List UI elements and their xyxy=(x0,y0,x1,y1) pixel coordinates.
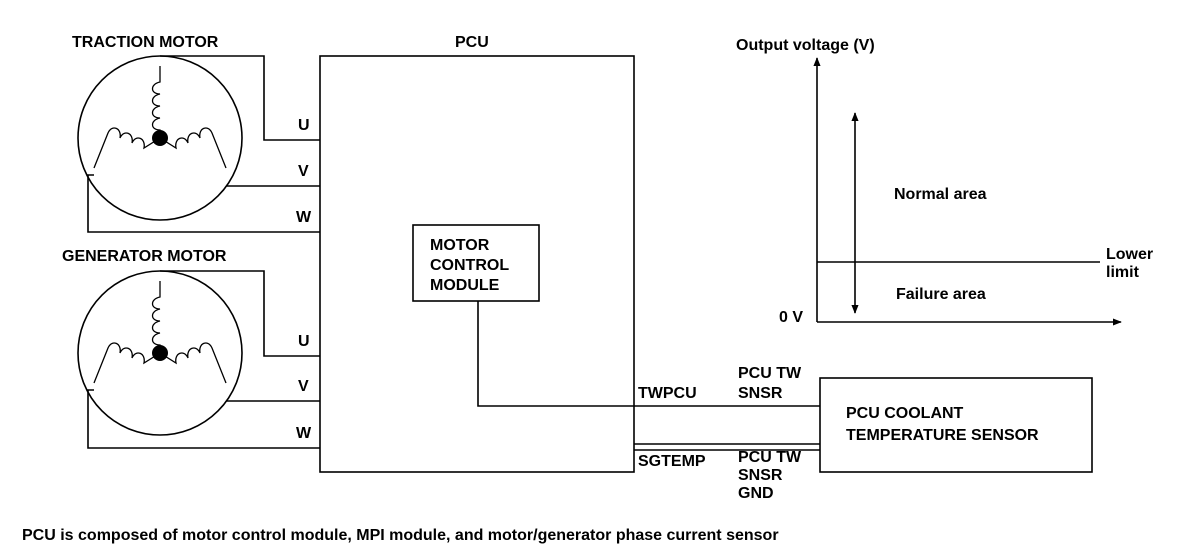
pcu-box xyxy=(319,55,635,473)
traction-motor: TRACTION MOTOR U V W xyxy=(72,34,320,233)
pcu-title: PCU xyxy=(455,34,489,51)
pin-signal-line-2: SNSR xyxy=(738,385,783,402)
traction-phase-u: U xyxy=(298,117,310,134)
lower-limit-label-1: Lower xyxy=(1106,246,1153,263)
traction-motor-symbol xyxy=(77,55,243,221)
generator-w-wire xyxy=(87,389,320,449)
sensor-line-2: TEMPERATURE SENSOR xyxy=(846,427,1039,444)
module-line-2: CONTROL xyxy=(430,257,509,274)
failure-area-label: Failure area xyxy=(896,286,986,303)
generator-motor: GENERATOR MOTOR U V W xyxy=(62,248,320,449)
generator-phase-v: V xyxy=(298,378,309,395)
pin-ground-line-3: GND xyxy=(738,485,774,502)
generator-u-wire xyxy=(160,270,320,357)
pin-ground-line-2: SNSR xyxy=(738,467,783,484)
traction-phase-v: V xyxy=(298,163,309,180)
generator-phase-u: U xyxy=(298,333,310,350)
terminal-sgtemp: SGTEMP xyxy=(638,453,706,470)
module-line-3: MODULE xyxy=(430,277,500,294)
traction-motor-title: TRACTION MOTOR xyxy=(72,34,219,51)
terminal-twpcu: TWPCU xyxy=(638,385,697,402)
pin-signal-line-1: PCU TW xyxy=(738,365,802,382)
motor-control-module-box xyxy=(412,224,540,302)
zero-volt-label: 0 V xyxy=(779,309,803,326)
generator-phase-w: W xyxy=(296,425,312,442)
normal-area-label: Normal area xyxy=(894,186,987,203)
pcu-block: PCU MOTOR CONTROL MODULE TWPCU SGTEMP xyxy=(319,34,820,473)
lower-limit-label-2: limit xyxy=(1106,264,1140,281)
generator-motor-symbol xyxy=(77,270,243,436)
voltage-graph: Output voltage (V) 0 V Normal area Failu… xyxy=(736,37,1153,326)
traction-phase-w: W xyxy=(296,209,312,226)
generator-motor-title: GENERATOR MOTOR xyxy=(62,248,227,265)
coolant-sensor: PCU COOLANT TEMPERATURE SENSOR PCU TW SN… xyxy=(738,365,1093,502)
pin-ground-line-1: PCU TW xyxy=(738,449,802,466)
module-line-1: MOTOR xyxy=(430,237,490,254)
traction-u-wire xyxy=(160,55,320,141)
caption: PCU is composed of motor control module,… xyxy=(22,527,779,544)
graph-ylabel: Output voltage (V) xyxy=(736,37,875,54)
traction-w-wire xyxy=(87,174,320,233)
sensor-box xyxy=(819,377,1093,473)
sensor-line-1: PCU COOLANT xyxy=(846,405,964,422)
twpcu-wire xyxy=(477,301,820,407)
